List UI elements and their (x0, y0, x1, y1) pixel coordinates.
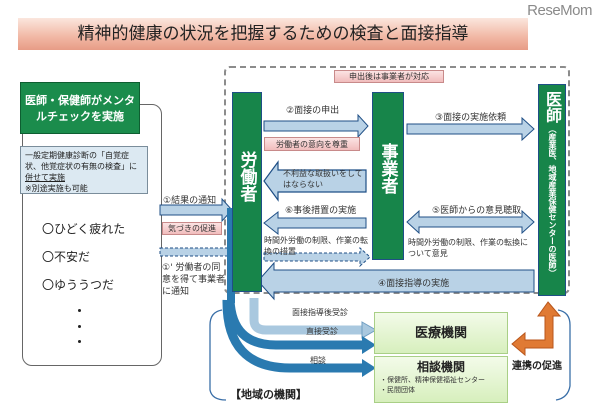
arrow-step2 (263, 113, 369, 139)
arrow-step6 (263, 210, 367, 236)
medical-institution-box: 医療機関 (374, 312, 508, 354)
worker-column: 労働者 (232, 92, 262, 292)
step1-label: ①結果の通知 (163, 196, 217, 206)
symptom-item: 〇ひどく疲れた (42, 222, 126, 236)
worker-flow-bar (227, 208, 235, 303)
cooperation-arrow-icon (511, 301, 562, 357)
flow-after-guidance-label: 面接指導後受診 (292, 308, 348, 317)
workplace-region (224, 66, 570, 294)
awareness-badge: 気づきの促進 (162, 222, 222, 235)
step5-note: 時間外労働の制限、作業の転換について意見 (408, 238, 528, 258)
flow-after-guidance-head (361, 321, 378, 339)
step2-label: ②面接の申出 (286, 106, 340, 116)
step1-prime-label: ①' 労働者の同意を得て事業者に通知 (162, 263, 226, 297)
stress-check-header: 医師・保健師がメンタルチェックを実施 (20, 82, 140, 134)
step6-note: 時間外労働の制限、作業の転換の措置 (264, 236, 368, 256)
consultation-box: 相談機関 ・保健所、精神保健福祉センター ・民間団体 (374, 356, 508, 403)
arrow-step4 (257, 261, 535, 301)
step6-label: ⑥事後措置の実施 (285, 206, 357, 216)
arrow-consent-notification (159, 247, 231, 257)
employer-label: 事業者 (377, 143, 398, 194)
flow-consult (222, 299, 362, 373)
consult-item: ・保健所、精神保健福祉センター (380, 376, 485, 384)
regional-bracket-right (555, 309, 571, 401)
flow-consult-label: 相談 (310, 356, 326, 365)
regional-label: 【地域の機関】 (230, 388, 307, 401)
regional-bracket-left (209, 309, 227, 401)
arrow-no-disadvantage (263, 160, 367, 202)
flow-direct-head (362, 336, 376, 354)
no-disadvantage-label: 不利益な取扱いをしてはならない (283, 169, 363, 189)
note-underlined: 併せて実施 (25, 173, 65, 182)
ellipsis-dot (78, 325, 81, 328)
step5-label: ⑤医師からの意見聴取 (432, 206, 522, 216)
step4-label: ④面接指導の実施 (378, 279, 450, 289)
doctor-label: 医師 (543, 91, 562, 123)
flow-consult-head (362, 359, 376, 377)
respect-badge: 労働者の意向を尊重 (264, 137, 360, 151)
flow-after-guidance (249, 298, 362, 335)
arrow-step3 (406, 116, 535, 142)
consultation-label: 相談機関 (416, 360, 465, 374)
ellipsis-dot (78, 340, 81, 343)
page-title: 精神的健康の状況を把握するための検査と面接指導 (77, 24, 469, 44)
arrow-step5 (406, 209, 535, 235)
step3-label: ③面接の実施依頼 (435, 113, 507, 123)
symptom-item: 〇ゆううつだ (42, 278, 115, 292)
title-banner (18, 18, 528, 50)
medical-institution-label: 医療機関 (414, 326, 467, 341)
symptom-item: 〇不安だ (42, 250, 91, 264)
consult-item: ・民間団体 (380, 386, 415, 394)
doctor-column: 医師 （産業医、地域産業保健センターの医師） (538, 84, 566, 296)
arrow-dashed-measures (263, 246, 371, 268)
after-request-badge: 申出後は事業者が対応 (334, 70, 444, 83)
stress-check-note: 一般定期健康診断の「自覚症状、他覚症状の有無の検査」に併せて実施 ※別途実施も可… (20, 146, 148, 194)
doctor-sub-label: （産業医、地域産業保健センターの医師） (548, 125, 557, 277)
resemom-logo: ReseMom (527, 2, 592, 19)
worker-label: 労働者 (236, 151, 257, 202)
cooperation-label: 連携の促進 (512, 361, 562, 372)
note-text: 一般定期健康診断の「自覚症状、他覚症状の有無の検査」に (25, 151, 137, 171)
note-separate: ※別途実施も可能 (25, 184, 88, 193)
employer-column: 事業者 (372, 92, 404, 260)
flow-direct-label: 直接受診 (306, 327, 338, 336)
ellipsis-dot (78, 309, 81, 312)
